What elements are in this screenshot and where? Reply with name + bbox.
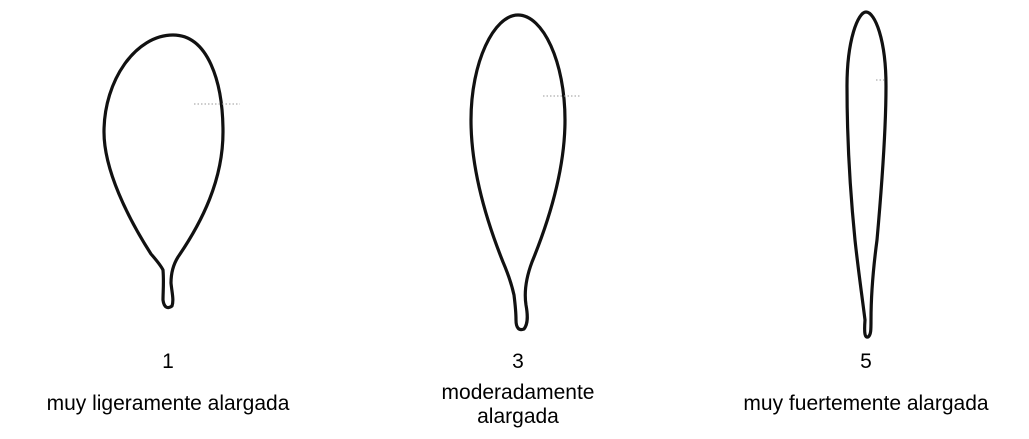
figure-5-number: 5 <box>860 350 872 373</box>
figure-3-number: 3 <box>512 350 524 373</box>
figure-1-number: 1 <box>162 350 174 373</box>
leaf-3-blade <box>469 13 567 332</box>
figure-3-description: moderadamente alargada <box>368 381 668 429</box>
figure-3-description-line-1: moderadamente <box>441 381 595 404</box>
leaf-broad-outline <box>102 33 240 310</box>
leaf-5-blade <box>845 10 888 339</box>
leaf-figure-3: 3 moderadamente alargada <box>368 0 668 439</box>
figure-5-description: muy fuertemente alargada <box>743 392 989 415</box>
figure-3-description-line-2: alargada <box>477 405 559 428</box>
leaf-narrow-outline <box>845 10 888 339</box>
leaf-moderate-outline <box>469 13 580 332</box>
leaf-figure-5: 5 muy fuertemente alargada <box>716 0 1016 439</box>
leaf-1-blade <box>102 33 225 310</box>
figure-1-description: muy ligeramente alargada <box>46 392 290 415</box>
leaf-figure-1: 1 muy ligeramente alargada <box>18 0 318 439</box>
